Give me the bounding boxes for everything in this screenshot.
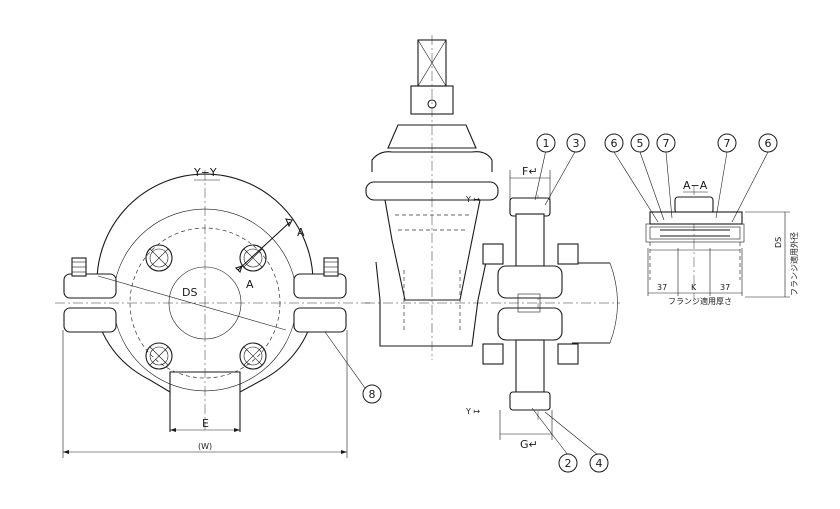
- dimension-k: K: [691, 283, 697, 292]
- balloon-1: 1: [536, 133, 556, 153]
- balloon-2: 2: [558, 453, 578, 473]
- dimension-ds-front: DS: [182, 286, 197, 299]
- bolt-hole: [145, 244, 173, 272]
- front-view: Y−Y A A DS E (W): [55, 166, 370, 458]
- section-view-aa: A−A 37 K 37 フランジ適用厚さ DS フランジ適用外径: [613, 151, 799, 306]
- side-view: F↵ G↵ Y ↦ Y ↦: [365, 35, 620, 456]
- dimension-37-left: 37: [657, 283, 667, 292]
- dimension-e: E: [202, 417, 209, 430]
- section-label-a-bottom: A: [246, 278, 254, 291]
- balloon-3: 3: [566, 133, 586, 153]
- svg-text:8: 8: [369, 388, 376, 401]
- balloon-6-left: 6: [604, 133, 624, 153]
- svg-text:3: 3: [573, 137, 580, 150]
- view-title-yy: Y−Y: [193, 166, 217, 179]
- balloon-5: 5: [630, 133, 650, 153]
- bolt-hole: [145, 342, 173, 370]
- svg-text:6: 6: [765, 137, 772, 150]
- svg-text:1: 1: [543, 137, 550, 150]
- cut-line-y-top: Y ↦: [465, 195, 480, 204]
- balloon-4: 4: [589, 453, 609, 473]
- balloon-6-right: 6: [758, 133, 778, 153]
- cut-line-y-bottom: Y ↦: [465, 407, 480, 416]
- svg-text:6: 6: [611, 137, 618, 150]
- svg-text:5: 5: [637, 137, 644, 150]
- svg-text:7: 7: [663, 137, 670, 150]
- flange-od-label: フランジ適用外径: [789, 232, 799, 296]
- dimension-ds-side: DS: [774, 237, 783, 248]
- dimension-w: (W): [198, 442, 212, 451]
- flange-thickness-label: フランジ適用厚さ: [668, 296, 732, 306]
- dimension-g: G↵: [520, 438, 538, 451]
- dimension-37-right: 37: [720, 283, 730, 292]
- balloon-8: 8: [362, 384, 382, 404]
- svg-text:7: 7: [724, 137, 731, 150]
- svg-text:4: 4: [596, 457, 603, 470]
- bolt-hole: [239, 342, 267, 370]
- dimension-f: F↵: [522, 165, 538, 178]
- balloon-7-right: 7: [717, 133, 737, 153]
- balloon-7-left: 7: [656, 133, 676, 153]
- svg-text:2: 2: [565, 457, 572, 470]
- bolt-hole: [239, 244, 267, 272]
- view-title-aa: A−A: [683, 179, 708, 192]
- section-label-a-top: A: [297, 226, 305, 239]
